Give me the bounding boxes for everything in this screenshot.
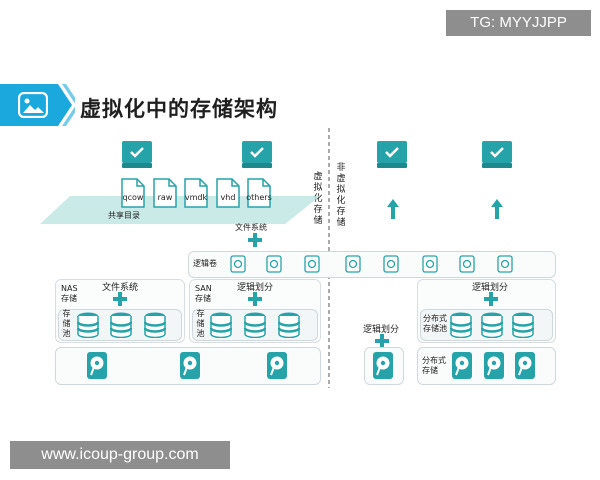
- volume-icon: [459, 255, 475, 273]
- hard-disk-icon: [452, 352, 472, 379]
- database-icon: [512, 312, 534, 338]
- logical-volume-label: 逻辑卷: [193, 259, 217, 268]
- plus-icon: [248, 233, 262, 247]
- nas-label: NAS 存储: [61, 284, 78, 303]
- hard-disk-icon: [267, 352, 287, 379]
- database-icon: [144, 312, 166, 338]
- server-icon: [122, 141, 152, 168]
- nas-filesystem-label: 文件系统: [102, 283, 139, 293]
- volume-icon: [497, 255, 513, 273]
- volume-icon: [383, 255, 399, 273]
- san-pool-label: 存储池: [196, 309, 205, 338]
- file-icon: [184, 178, 208, 208]
- database-icon: [77, 312, 99, 338]
- dist-storage-label: 分布式 存储: [422, 356, 446, 375]
- watermark-top: TG: MYYJJPP: [446, 10, 591, 36]
- arrow-up-icon: [491, 199, 503, 219]
- plus-icon: [484, 292, 498, 306]
- filesystem-top-label: 文件系统: [235, 223, 267, 232]
- san-partition-label: 逻辑划分: [237, 283, 274, 293]
- logical-volume-row: [188, 251, 556, 278]
- file-icon: [153, 178, 177, 208]
- file-format-qcow: qcow: [122, 193, 144, 202]
- database-icon: [244, 312, 266, 338]
- file-icon: [121, 178, 145, 208]
- hard-disk-icon: [515, 352, 535, 379]
- server-icon: [242, 141, 272, 168]
- plus-icon: [375, 334, 389, 348]
- watermark-bottom: www.icoup-group.com: [10, 441, 230, 469]
- file-icon: [247, 178, 271, 208]
- file-format-vmdk: vmdk: [184, 193, 208, 202]
- file-format-others: others: [246, 193, 272, 202]
- file-format-vhd: vhd: [220, 193, 236, 202]
- hard-disk-icon: [87, 352, 107, 379]
- dist-pool-label: 分布式 存储池: [423, 314, 447, 333]
- volume-icon: [345, 255, 361, 273]
- volume-icon: [422, 255, 438, 273]
- dist-partition-label: 逻辑划分: [472, 283, 509, 293]
- image-icon: [18, 92, 48, 118]
- volume-icon: [304, 255, 320, 273]
- right-section-label: 非虚拟化存储: [336, 163, 346, 228]
- shared-directory-plane: [40, 196, 320, 224]
- database-icon: [110, 312, 132, 338]
- shared-directory-label: 共享目录: [108, 211, 140, 220]
- database-icon: [450, 312, 472, 338]
- hard-disk-icon: [180, 352, 200, 379]
- hard-disk-icon: [484, 352, 504, 379]
- arrow-up-icon: [387, 199, 399, 219]
- server-icon: [482, 141, 512, 168]
- title-badge: [0, 84, 75, 126]
- middle-partition-label: 逻辑划分: [363, 325, 400, 335]
- volume-icon: [230, 255, 246, 273]
- san-label: SAN 存储: [195, 284, 212, 303]
- hard-disk-icon: [373, 352, 393, 379]
- volume-icon: [266, 255, 282, 273]
- database-icon: [210, 312, 232, 338]
- database-icon: [481, 312, 503, 338]
- left-section-label: 虚拟化存储: [313, 172, 323, 226]
- file-icon: [216, 178, 240, 208]
- page-title: 虚拟化中的存储架构: [80, 97, 278, 121]
- server-icon: [377, 141, 407, 168]
- file-format-raw: raw: [157, 193, 173, 202]
- nas-pool-label: 存储池: [62, 309, 71, 338]
- plus-icon: [113, 292, 127, 306]
- plus-icon: [248, 292, 262, 306]
- database-icon: [278, 312, 300, 338]
